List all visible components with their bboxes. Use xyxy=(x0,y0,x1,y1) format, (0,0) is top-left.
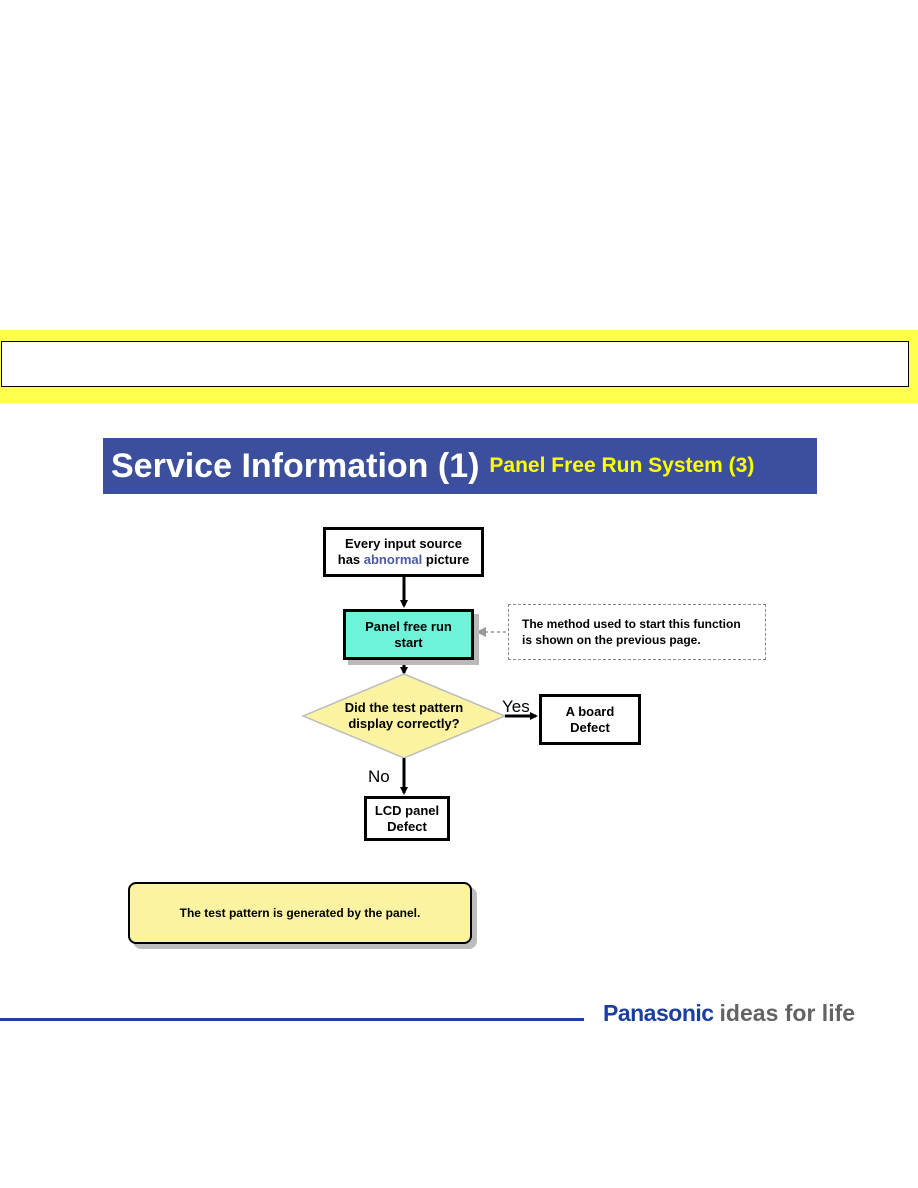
logo-brand: Panasonic xyxy=(603,1000,714,1026)
page-title: Service Information (1) xyxy=(111,446,480,485)
lcd-panel-line1: LCD panel xyxy=(374,802,440,818)
method-note-line2: is shown on the previous page. xyxy=(522,633,701,647)
no-label: No xyxy=(368,767,390,786)
logo-tagline: ideas for life xyxy=(719,1000,856,1026)
abnormal-highlight: abnormal xyxy=(363,552,423,567)
start-box-line2: has abnormal picture xyxy=(337,552,470,567)
decision-text: Did the test pattern display correctly? xyxy=(320,700,488,732)
a-board-line1: A board xyxy=(565,703,615,719)
title-banner: Service Information (1) Panel Free Run S… xyxy=(103,438,817,494)
start-box-line1: Every input source xyxy=(344,536,463,551)
lcd-panel-defect-box: LCD panel Defect xyxy=(364,796,450,841)
panel-free-run-box: Panel free run start xyxy=(343,609,474,660)
method-note: The method used to start this function i… xyxy=(508,604,766,660)
decision-line1: Did the test pattern xyxy=(344,700,464,715)
page-subtitle: Panel Free Run System (3) xyxy=(489,454,755,477)
test-pattern-note: The test pattern is generated by the pan… xyxy=(128,882,472,944)
panel-box-line2: start xyxy=(394,634,423,650)
lcd-panel-line2: Defect xyxy=(387,818,427,834)
panel-box-line1: Panel free run xyxy=(365,618,452,634)
header-box xyxy=(1,341,909,387)
a-board-line2: Defect xyxy=(570,719,610,735)
a-board-defect-box: A board Defect xyxy=(539,694,641,745)
footer-rule xyxy=(0,1018,584,1021)
decision-line2: display correctly? xyxy=(348,716,460,731)
method-note-line1: The method used to start this function xyxy=(522,617,741,631)
yes-label: Yes xyxy=(502,697,530,716)
start-box: Every input source has abnormal picture xyxy=(323,527,484,577)
